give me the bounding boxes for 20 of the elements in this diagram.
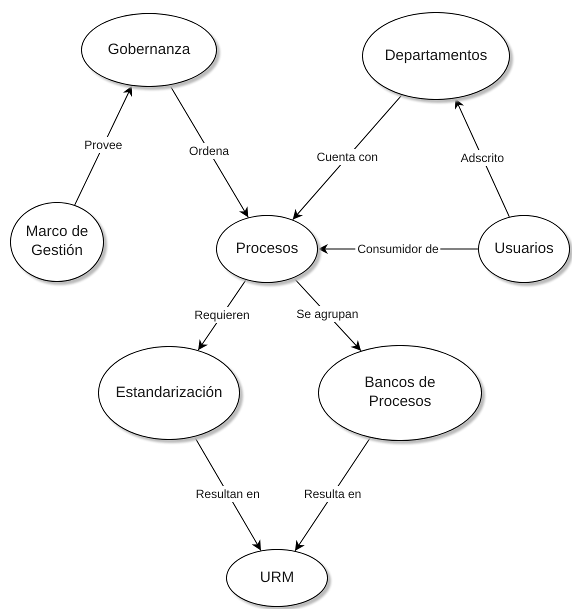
concept-ellipse bbox=[226, 549, 328, 607]
concept-text: Marco de Gestión bbox=[24, 223, 90, 261]
concept-text: Procesos bbox=[236, 240, 298, 258]
edge-label: Cuenta con bbox=[314, 149, 380, 166]
concept-text: Bancos de Procesos bbox=[364, 374, 436, 412]
concept-text: Estandarización bbox=[116, 384, 222, 402]
edge-label: Resultan en bbox=[194, 486, 262, 502]
concept-text: Gobernanza bbox=[108, 40, 190, 60]
concept-text: URM bbox=[260, 568, 294, 588]
concept-ellipse bbox=[216, 215, 318, 283]
concept-text: Departamentos bbox=[384, 46, 488, 66]
edge-label: Provee bbox=[82, 137, 124, 154]
edge-label: Se agrupan bbox=[294, 306, 360, 322]
edge-label: Resulta en bbox=[302, 486, 364, 502]
edge-label: Adscrito bbox=[458, 150, 506, 166]
arrow bbox=[292, 94, 402, 220]
edge-label: Ordena bbox=[187, 143, 232, 160]
concept-text: Usuarios bbox=[494, 240, 554, 258]
arrow bbox=[169, 84, 249, 218]
edge-label: Requieren bbox=[192, 307, 252, 324]
